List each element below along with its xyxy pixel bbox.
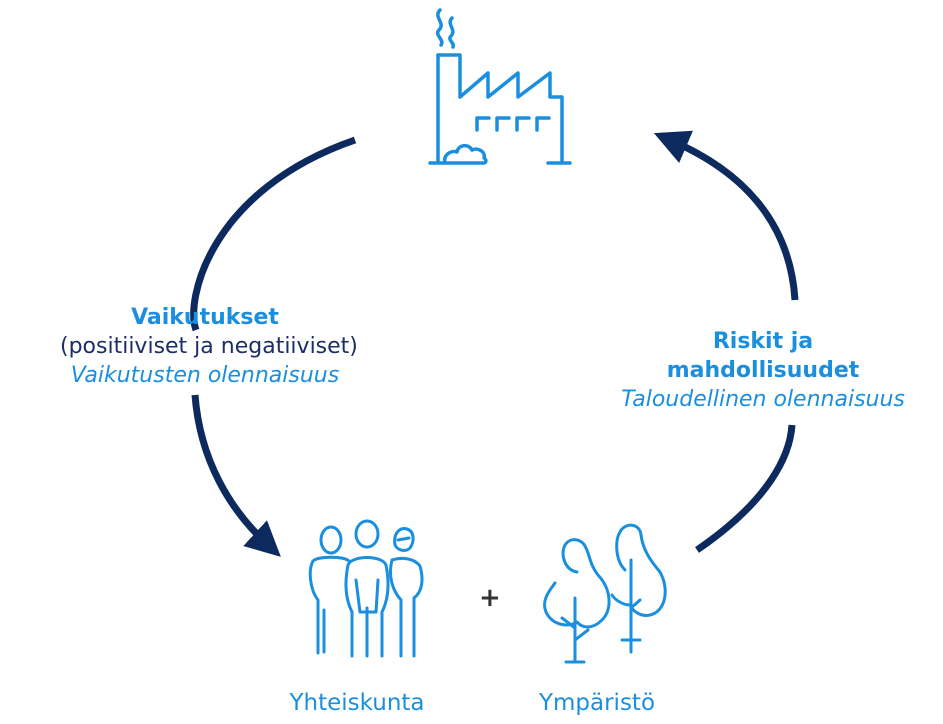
right-label-italic: Taloudellinen olennaisuus [621, 387, 905, 412]
left-label-italic: Vaikutusten olennaisuus [70, 363, 340, 388]
factory-icon [428, 8, 572, 165]
society-caption: Yhteiskunta [289, 690, 425, 716]
right-label: Riskit ja mahdollisuudet Taloudellinen o… [588, 327, 938, 414]
left-arc-arrow [190, 136, 357, 557]
plus-sign: + [479, 583, 501, 613]
left-label-subtitle: (positiiviset ja negatiiviset) [60, 334, 358, 359]
right-arc-arrow [653, 130, 799, 553]
left-label: Vaikutukset (positiiviset ja negatiivise… [60, 303, 358, 390]
trees-icon [543, 523, 667, 664]
people-icon [308, 519, 424, 658]
environment-caption: Ympäristö [538, 690, 656, 716]
right-label-title-line2: mahdollisuudet [666, 358, 860, 383]
left-label-title: Vaikutukset [131, 305, 279, 330]
right-label-title-line1: Riskit ja [712, 329, 814, 354]
